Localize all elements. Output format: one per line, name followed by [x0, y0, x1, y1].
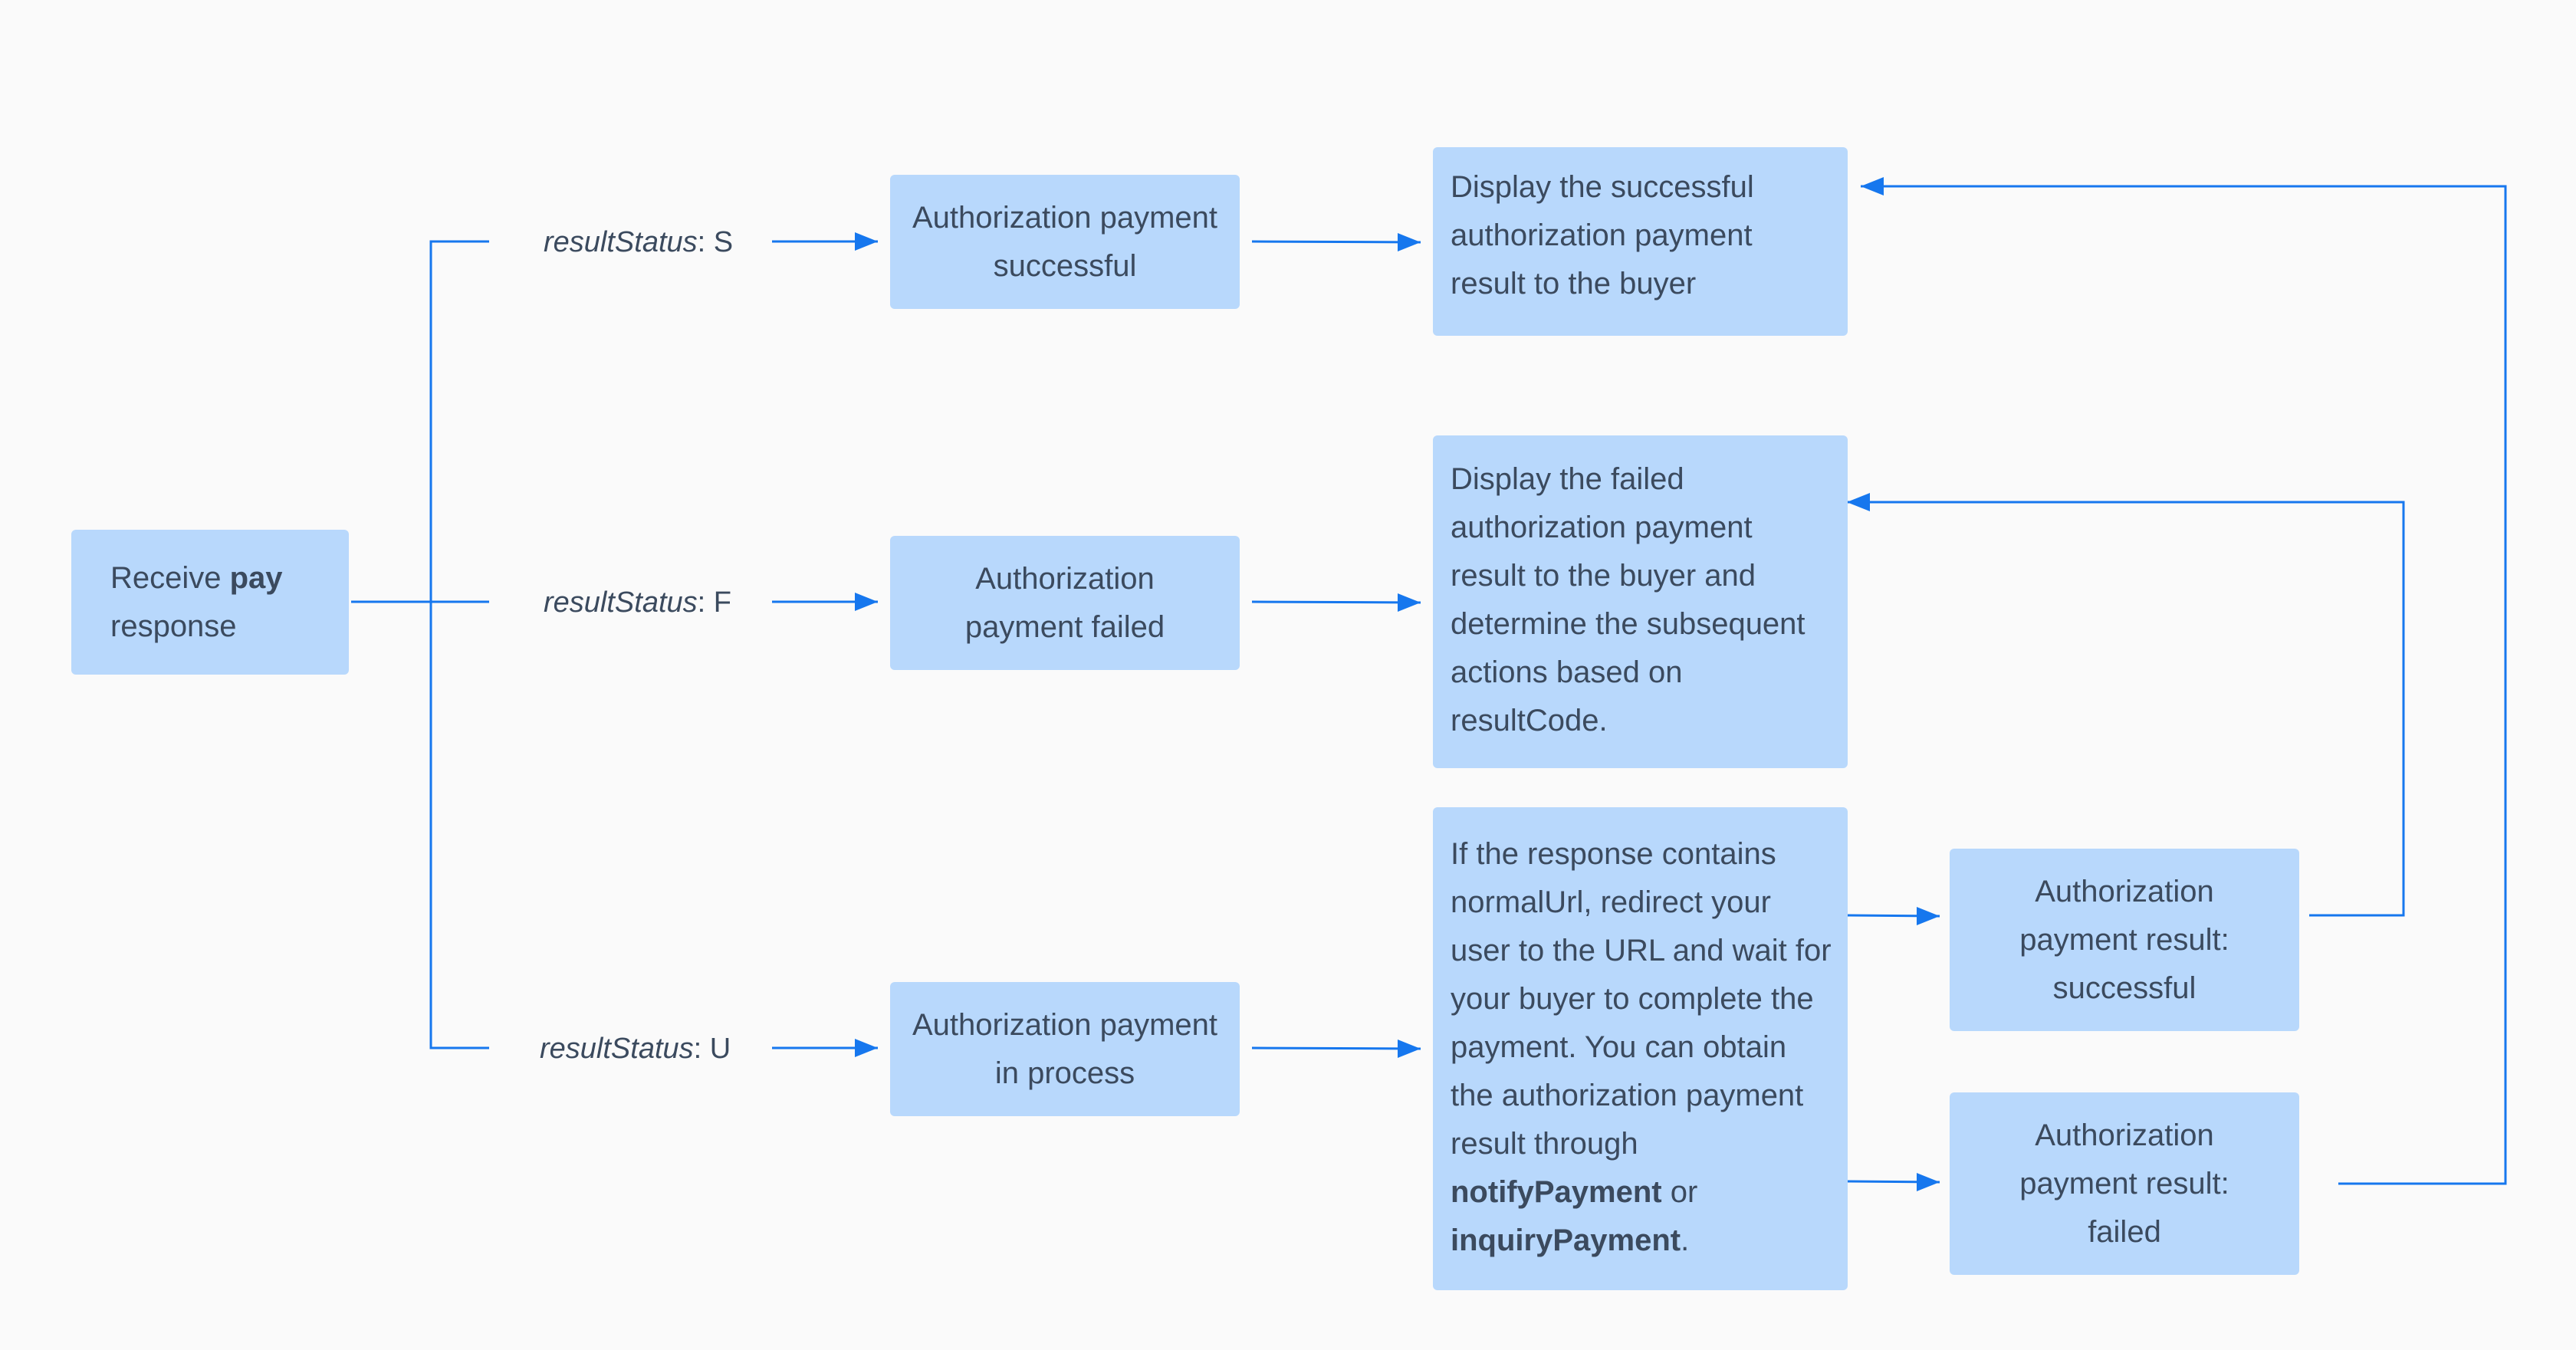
branch-value: : S: [697, 226, 734, 258]
arrowhead: [1398, 1040, 1421, 1058]
node-display-success: Display the successful authorization pay…: [1433, 147, 1848, 336]
node-async-result-successful: Authorization payment result: successful: [1950, 849, 2299, 1031]
node-label: Authorization payment result: failed: [2019, 1118, 2229, 1249]
node-label: Authorization payment failed: [964, 561, 1165, 644]
arrow-process-to-redirect: [1251, 1046, 1421, 1050]
branch-key: resultStatus: [544, 586, 698, 619]
node-async-result-failed: Authorization payment result: failed: [1950, 1092, 2299, 1275]
node-payment-successful: Authorization payment successful: [890, 175, 1240, 309]
node-receive-pay-response: Receive pay response: [71, 530, 349, 675]
node-payment-in-process: Authorization payment in process: [890, 982, 1240, 1116]
branch-key: resultStatus: [540, 1033, 694, 1065]
arrow-failed-to-display: [1251, 600, 1421, 604]
branch-label-s: resultStatus: S: [544, 225, 733, 259]
arrowhead: [1917, 907, 1940, 925]
arrowhead: [1398, 233, 1421, 251]
inquiry-payment-api: inquiryPayment: [1451, 1224, 1681, 1257]
joiner-text: or: [1661, 1175, 1698, 1209]
branch-label-u: resultStatus: U: [540, 1032, 731, 1066]
branch-bracket: [429, 240, 489, 1049]
branch-value: : F: [697, 586, 731, 619]
arrowhead: [1861, 177, 1884, 195]
end-text: .: [1681, 1224, 1690, 1257]
branch-value: : U: [693, 1033, 731, 1065]
node-display-failed: Display the failed authorization payment…: [1433, 435, 1848, 768]
node-label: Display the failed authorization payment…: [1451, 462, 1806, 737]
arrowhead: [855, 1039, 878, 1057]
arrowhead: [1398, 593, 1421, 612]
node-label: If the response contains normalUrl, redi…: [1451, 837, 1832, 1161]
branch-label-f: resultStatus: F: [544, 586, 731, 619]
start-text-before: Receive: [110, 560, 230, 595]
start-text-bold: pay: [229, 560, 283, 595]
loop-async-failed-to-success-display: [1861, 185, 2507, 1185]
node-redirect-normalurl: If the response contains normalUrl, redi…: [1433, 807, 1848, 1290]
arrowhead: [1917, 1173, 1940, 1191]
arrowhead: [1847, 493, 1870, 511]
node-payment-failed: Authorization payment failed: [890, 536, 1240, 670]
branch-key: resultStatus: [544, 226, 698, 258]
arrowhead: [855, 593, 878, 611]
notify-payment-api: notifyPayment: [1451, 1175, 1662, 1209]
node-label: Authorization payment result: successful: [2019, 874, 2229, 1005]
node-label: Authorization payment successful: [912, 200, 1217, 283]
loop-async-success-to-failed-display: [1847, 501, 2405, 917]
arrowhead: [855, 232, 878, 251]
arrow-success-to-display: [1251, 240, 1421, 244]
start-text-after: response: [110, 609, 237, 643]
node-label: Display the successful authorization pay…: [1451, 170, 1754, 301]
node-label: Authorization payment in process: [912, 1007, 1217, 1090]
